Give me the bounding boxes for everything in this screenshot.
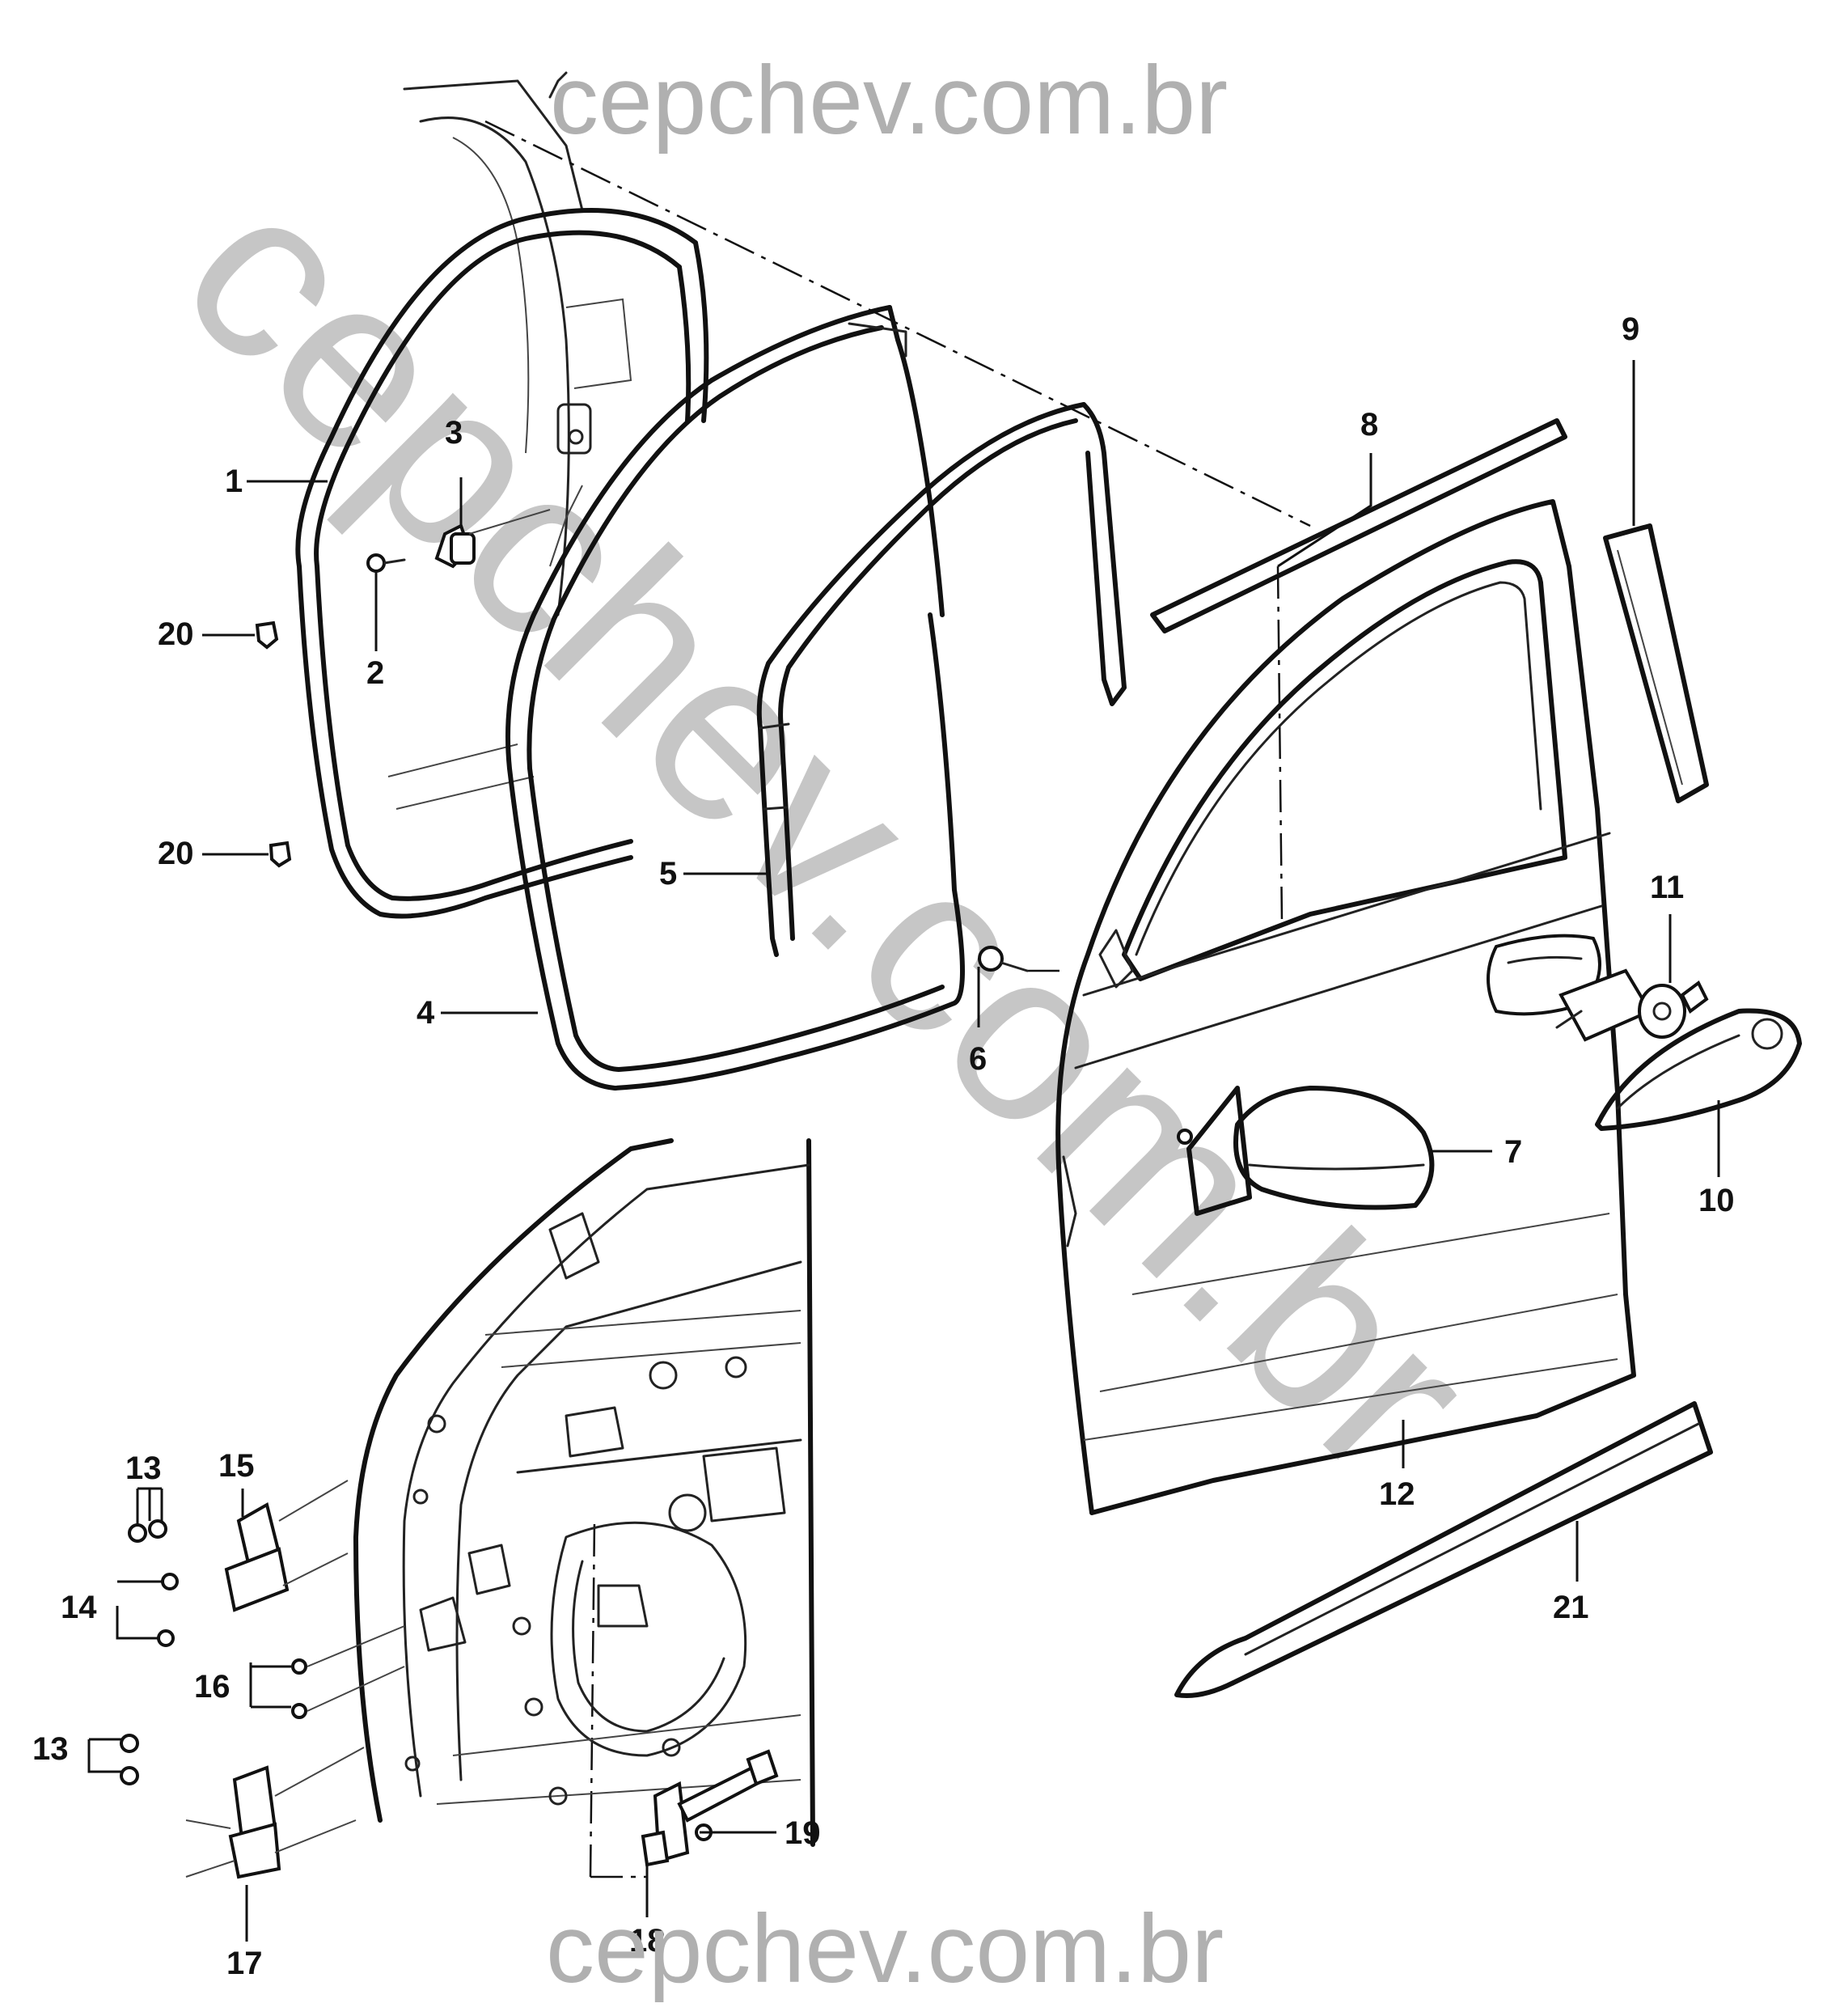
upper-hinge-assembly bbox=[128, 1480, 349, 1647]
callout-18: 18 bbox=[629, 1923, 666, 1959]
callout-17: 17 bbox=[226, 1946, 263, 1981]
callout-3: 3 bbox=[445, 415, 463, 451]
part-6-screw bbox=[978, 946, 1029, 972]
callout-16: 16 bbox=[194, 1669, 230, 1705]
watermark-top: cepchev.com.br bbox=[550, 46, 1228, 155]
part-10-outside-handle bbox=[1595, 1008, 1802, 1131]
callout-21: 21 bbox=[1553, 1590, 1589, 1625]
callout-4: 4 bbox=[417, 995, 435, 1031]
lower-hinge-assembly bbox=[120, 1734, 365, 1879]
part-9-pillar-applique bbox=[1603, 523, 1709, 803]
leader-lines bbox=[87, 360, 1720, 1942]
callout-20-upper: 20 bbox=[158, 616, 194, 652]
callout-2: 2 bbox=[366, 655, 384, 691]
watermark-bottom: cepchev.com.br bbox=[546, 1895, 1224, 2003]
inner-door-structure bbox=[353, 1138, 815, 1847]
callout-6: 6 bbox=[969, 1041, 987, 1077]
part-5-glass-run-channel bbox=[756, 402, 1127, 957]
callout-13-lower: 13 bbox=[32, 1731, 69, 1767]
callout-12: 12 bbox=[1379, 1476, 1415, 1512]
callout-13-upper: 13 bbox=[125, 1451, 162, 1486]
callout-8: 8 bbox=[1360, 407, 1378, 443]
assembly-lines bbox=[484, 120, 1311, 1878]
callout-20-lower: 20 bbox=[158, 836, 194, 871]
callout-10: 10 bbox=[1698, 1183, 1735, 1218]
callout-15: 15 bbox=[218, 1448, 255, 1484]
part-20-clips bbox=[255, 620, 292, 868]
callout-5: 5 bbox=[659, 856, 677, 892]
callout-11: 11 bbox=[1650, 870, 1684, 905]
part-8-belt-molding bbox=[1150, 418, 1567, 633]
part-16-bolts bbox=[291, 1625, 405, 1719]
part-1-body-weatherstrip bbox=[295, 208, 709, 919]
callout-1: 1 bbox=[225, 464, 243, 499]
callout-9: 9 bbox=[1622, 311, 1639, 347]
part-11-lock-cylinder bbox=[1555, 968, 1709, 1042]
callout-7: 7 bbox=[1504, 1134, 1522, 1170]
part-7-mirror bbox=[1177, 1086, 1435, 1216]
callout-numbers: 1 2 3 4 5 6 7 8 9 10 11 12 13 13 14 15 1… bbox=[32, 311, 1735, 1981]
door-check-assembly bbox=[641, 1749, 779, 1867]
body-pillar bbox=[387, 71, 632, 810]
part-21-door-molding bbox=[1174, 1401, 1713, 1698]
callout-19: 19 bbox=[785, 1815, 821, 1851]
callout-14: 14 bbox=[61, 1590, 97, 1625]
